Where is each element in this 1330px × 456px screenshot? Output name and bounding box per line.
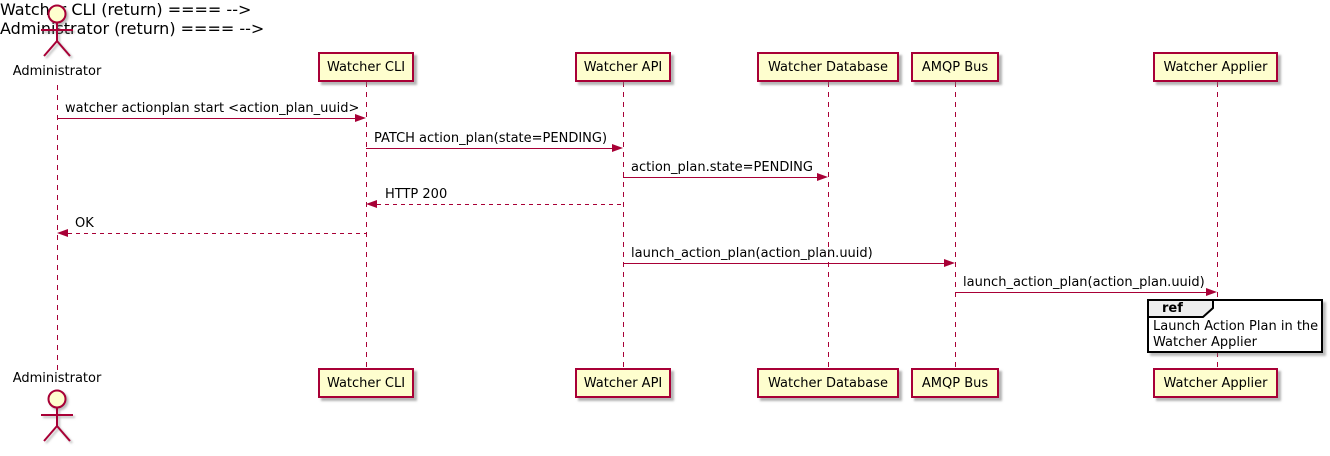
actor-figure-icon	[41, 389, 73, 442]
message-line	[623, 263, 945, 264]
participant-label: Watcher API	[583, 375, 663, 391]
message-line	[955, 292, 1207, 293]
message-line	[623, 177, 818, 178]
participant-bottom-watcher-database: Watcher Database	[757, 368, 899, 398]
participant-bottom-watcher-api: Watcher API	[575, 368, 671, 398]
message-line	[68, 233, 366, 234]
arrowhead-left-icon	[366, 200, 377, 208]
participant-label: Watcher Database	[768, 375, 888, 391]
actor-label-top: Administrator	[12, 64, 102, 79]
participant-top-amqp-bus: AMQP Bus	[911, 52, 999, 82]
arrowhead-right-icon	[355, 114, 366, 122]
participant-label: AMQP Bus	[921, 375, 989, 391]
participant-top-watcher-database: Watcher Database	[757, 52, 899, 82]
message-line	[366, 148, 613, 149]
lifeline-watcher-database	[828, 82, 829, 368]
message-label: launch_action_plan(action_plan.uuid)	[631, 246, 873, 261]
message-label: watcher actionplan start <action_plan_uu…	[65, 101, 360, 116]
actor-figure-icon	[41, 4, 73, 57]
ref-text-line: Watcher Applier	[1153, 335, 1257, 350]
participant-label: Watcher CLI	[326, 59, 406, 75]
participant-label: Watcher Applier	[1163, 375, 1268, 391]
arrowhead-right-icon	[817, 173, 828, 181]
arrowhead-right-icon	[612, 144, 623, 152]
participant-bottom-watcher-applier: Watcher Applier	[1153, 368, 1278, 398]
participant-top-watcher-api: Watcher API	[575, 52, 671, 82]
participant-bottom-amqp-bus: AMQP Bus	[911, 368, 999, 398]
message-label: launch_action_plan(action_plan.uuid)	[963, 275, 1205, 290]
participant-label: Watcher CLI	[326, 375, 406, 391]
ref-text-line: Launch Action Plan in the	[1153, 319, 1319, 334]
ref-keyword: ref	[1162, 301, 1183, 316]
lifeline-administrator	[57, 85, 58, 370]
lifeline-watcher-api	[623, 82, 624, 368]
actor-label-bottom: Administrator	[12, 371, 102, 386]
arrowhead-left-icon	[57, 229, 68, 237]
message-line	[377, 204, 623, 205]
participant-label: Watcher API	[583, 59, 663, 75]
message-label: HTTP 200	[385, 187, 448, 202]
ref-fragment-frame-icon	[1147, 299, 1323, 353]
arrowhead-right-icon	[1206, 288, 1217, 296]
participant-top-watcher-applier: Watcher Applier	[1153, 52, 1278, 82]
participant-bottom-watcher-cli: Watcher CLI	[318, 368, 414, 398]
message-label: OK	[75, 216, 94, 231]
participant-label: Watcher Applier	[1163, 59, 1268, 75]
arrowhead-right-icon	[944, 259, 955, 267]
message-label: PATCH action_plan(state=PENDING)	[374, 131, 608, 146]
message-label: action_plan.state=PENDING	[631, 160, 813, 175]
participant-label: AMQP Bus	[921, 59, 989, 75]
lifeline-watcher-applier	[1217, 82, 1218, 368]
message-line	[57, 118, 356, 119]
lifeline-amqp-bus	[955, 82, 956, 368]
participant-label: Watcher Database	[768, 59, 888, 75]
lifeline-watcher-cli	[366, 82, 367, 368]
participant-top-watcher-cli: Watcher CLI	[318, 52, 414, 82]
